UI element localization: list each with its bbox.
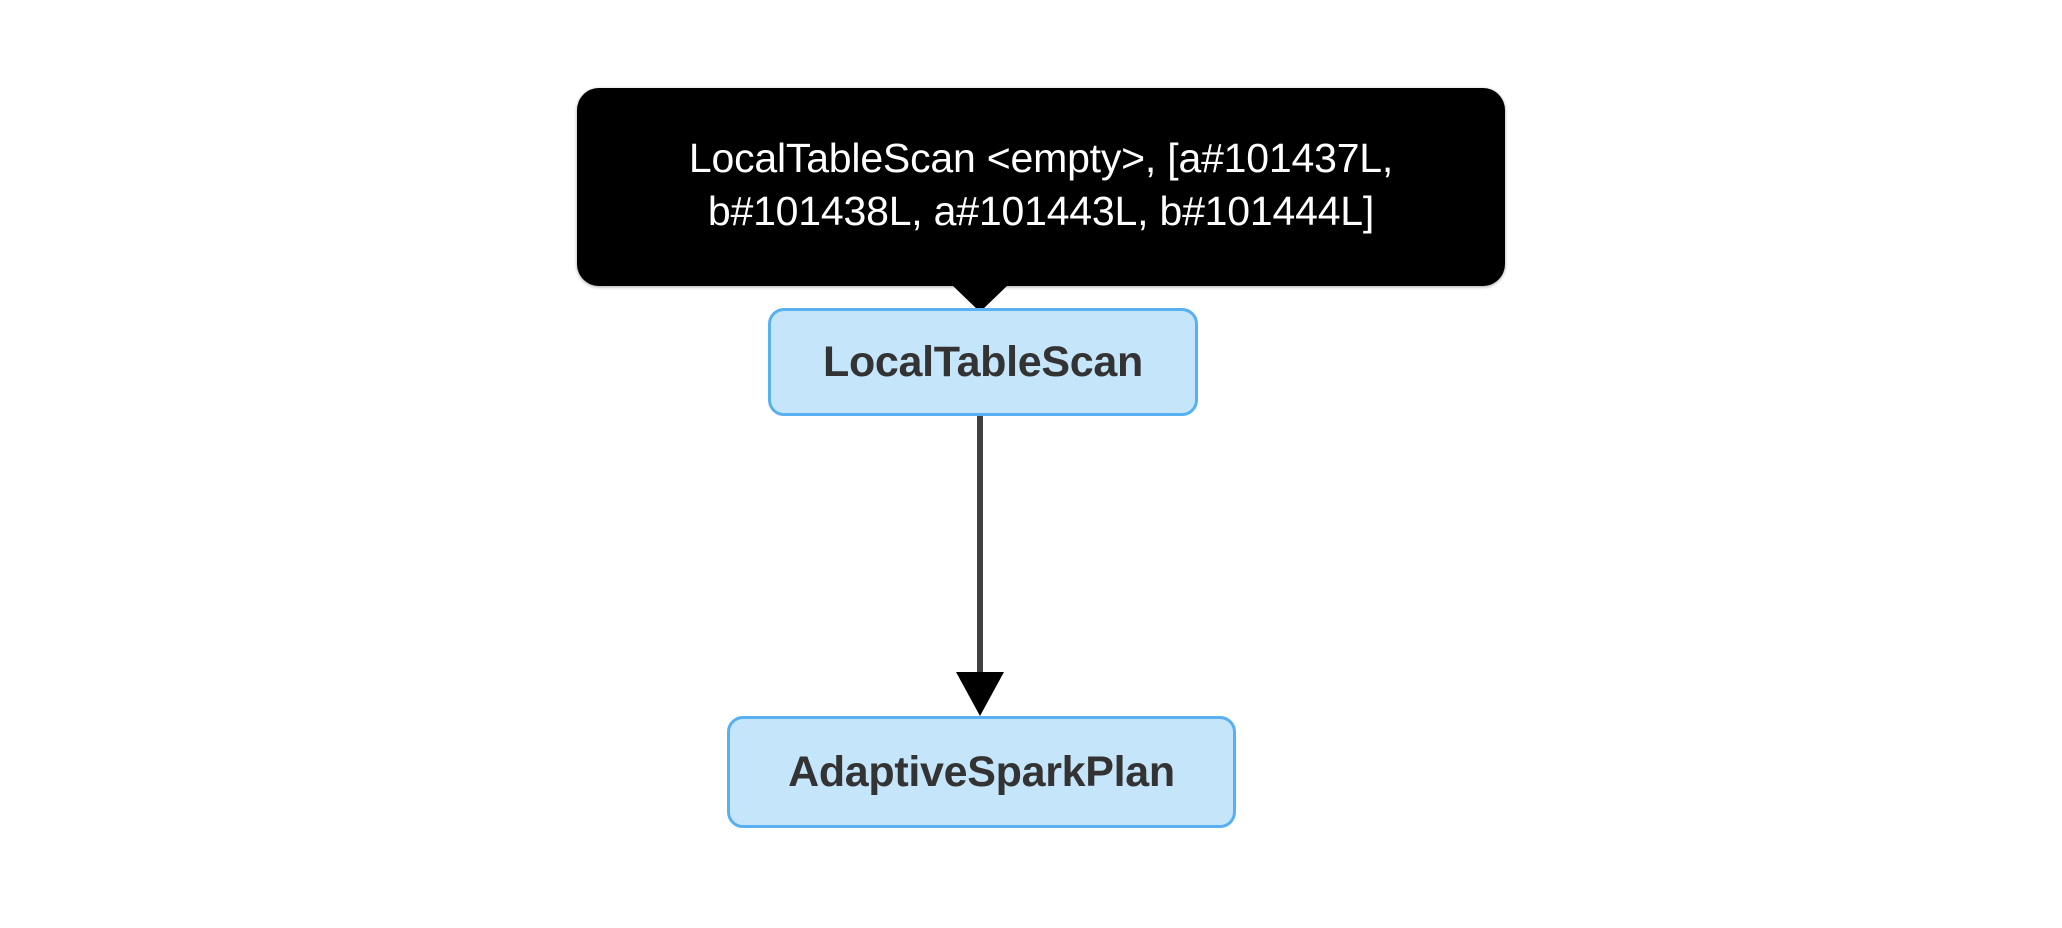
graph-node-adaptivesparkplan[interactable]: AdaptiveSparkPlan (727, 716, 1236, 828)
edge-arrowhead-icon (956, 672, 1004, 716)
graph-node-localtablescan[interactable]: LocalTableScan (768, 308, 1198, 416)
graph-node-label: AdaptiveSparkPlan (788, 747, 1175, 796)
graph-node-label: LocalTableScan (822, 337, 1143, 386)
node-tooltip-tail-icon (951, 284, 1009, 312)
node-tooltip: LocalTableScan <empty>, [a#101437L, b#10… (577, 88, 1505, 286)
node-tooltip-text: LocalTableScan <empty>, [a#101437L, b#10… (688, 134, 1394, 234)
